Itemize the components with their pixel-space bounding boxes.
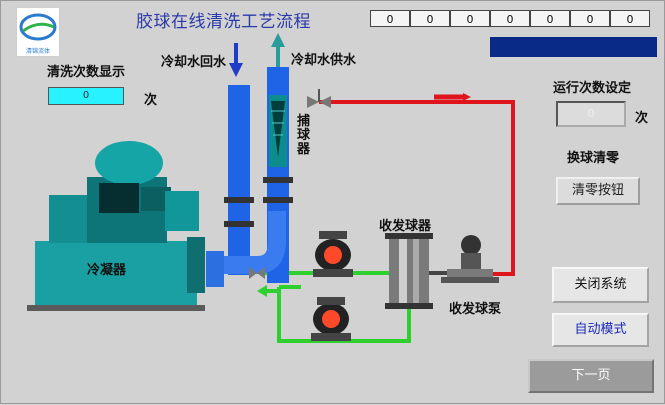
- condenser-body: [35, 241, 197, 307]
- status-bar: [490, 37, 657, 57]
- wash-count-label: 清洗次数显示: [47, 65, 126, 80]
- run-count-setting-label: 运行次数设定: [553, 81, 632, 96]
- cooling-return-label: 冷却水回水: [161, 55, 227, 70]
- counter-cell: 0: [530, 10, 570, 27]
- return-pipe: [228, 85, 250, 275]
- next-page-button[interactable]: 下一页: [528, 359, 654, 393]
- wash-unit: 次: [144, 93, 158, 108]
- run-unit: 次: [635, 111, 649, 126]
- ball-collector-body: [389, 237, 429, 307]
- page-title: 胶球在线清洗工艺流程: [136, 12, 311, 32]
- counter-cell: 0: [410, 10, 450, 27]
- ball-clear-label: 换球清零: [567, 151, 620, 166]
- down-arrow-icon: [229, 63, 243, 77]
- ball-collector-label: 收发球器: [379, 219, 432, 234]
- counter-cell: 0: [370, 10, 410, 27]
- counter-cell: 0: [490, 10, 530, 27]
- clear-button[interactable]: 清零按钮: [556, 177, 640, 205]
- valve-small-icon: [249, 267, 257, 279]
- company-logo: 清锦流体: [16, 7, 60, 57]
- valve-icon: [307, 96, 319, 108]
- counter-row: 0 0 0 0 0 0 0: [370, 10, 650, 27]
- close-system-button[interactable]: 关闭系统: [552, 267, 649, 303]
- compressor-icon: [95, 141, 163, 185]
- red-pipe: [319, 100, 515, 276]
- flow-arrow-green: [257, 285, 267, 297]
- pump-lower-icon: [311, 297, 351, 341]
- run-count-input[interactable]: 0: [556, 101, 626, 127]
- ball-catcher-label: 捕 球 器: [297, 114, 311, 157]
- logo-text: 清锦流体: [25, 48, 50, 55]
- counter-cell: 0: [570, 10, 610, 27]
- cooling-supply-label: 冷却水供水: [291, 53, 357, 68]
- auto-mode-button[interactable]: 自动模式: [552, 313, 649, 347]
- ball-pump-icon: [441, 235, 499, 283]
- counter-cell: 0: [610, 10, 650, 27]
- condenser-label: 冷凝器: [87, 263, 127, 278]
- ball-pump-label: 收发球泵: [449, 302, 502, 317]
- wash-count-display: 0: [48, 87, 124, 105]
- counter-cell: 0: [450, 10, 490, 27]
- pump-upper-icon: [313, 231, 353, 277]
- flow-arrow-red-head: [463, 93, 471, 101]
- elbow-pipe: [211, 211, 286, 274]
- up-arrow-icon: [271, 33, 285, 47]
